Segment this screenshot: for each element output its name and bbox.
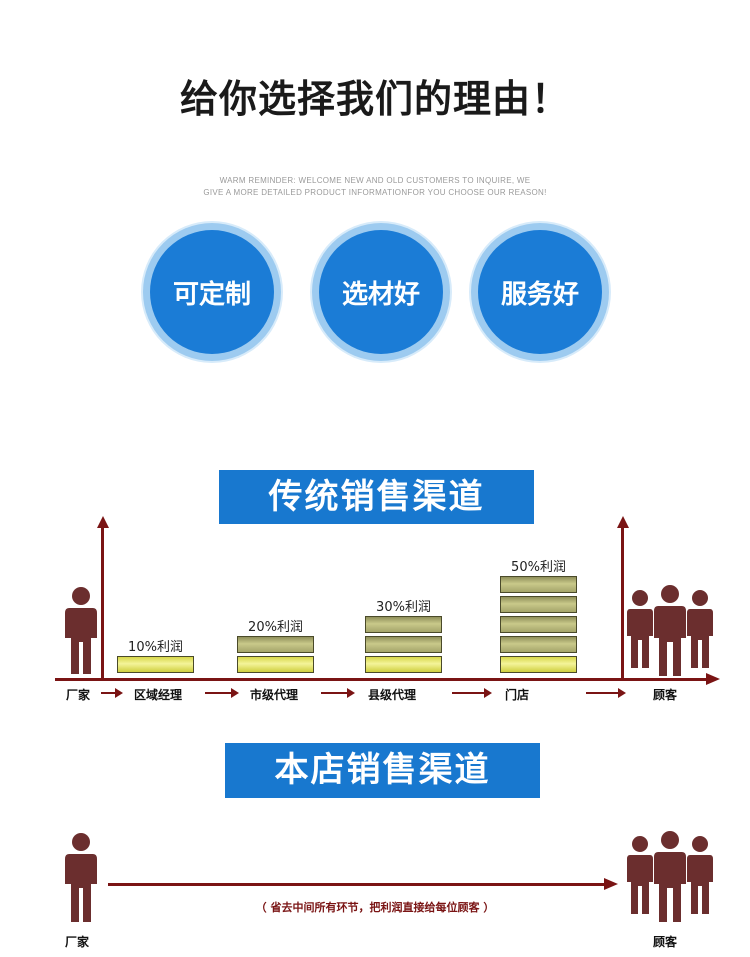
feature-label: 选材好 — [341, 279, 420, 310]
stage-label-customer: 顾客 — [653, 688, 678, 702]
feature-customizable: 可定制 — [150, 230, 274, 354]
direct-label-manufacturer: 厂家 — [65, 935, 90, 949]
flow-arrow — [452, 688, 492, 698]
profit-bar — [237, 636, 314, 676]
axis-arrowhead-right — [617, 516, 629, 528]
customers-icon — [627, 831, 713, 922]
profit-bar-label: 20%利润 — [248, 620, 303, 635]
profit-bar-segment — [365, 636, 442, 653]
feature-label: 服务好 — [500, 279, 579, 310]
profit-bar-segment — [500, 636, 577, 653]
profit-bar-segment — [117, 656, 194, 673]
stage-label-manufacturer: 厂家 — [66, 688, 91, 702]
profit-bar-segment — [500, 596, 577, 613]
direct-flow-line — [108, 883, 608, 886]
profit-bar — [365, 616, 442, 676]
traditional-channel-banner: 传统销售渠道 — [219, 470, 534, 524]
stage-label-city-agent: 市级代理 — [250, 688, 299, 702]
axis-arrowhead-bottom — [706, 673, 720, 685]
direct-flow-arrowhead — [604, 878, 618, 890]
person-icon — [65, 587, 97, 674]
profit-bar-segment — [365, 616, 442, 633]
profit-bar-label: 30%利润 — [376, 600, 431, 615]
feature-good-service: 服务好 — [478, 230, 602, 354]
profit-bar-segment — [237, 636, 314, 653]
flow-arrow — [205, 688, 239, 698]
profit-bar — [117, 656, 194, 676]
axis-line-left — [101, 526, 104, 680]
reminder-line-1: WARM REMINDER: WELCOME NEW AND OLD CUSTO… — [219, 176, 531, 185]
direct-channel-note: （ 省去中间所有环节，把利润直接给每位顾客 ） — [255, 901, 495, 914]
profit-bar-label: 10%利润 — [128, 640, 183, 655]
profit-bar-segment — [237, 656, 314, 673]
flow-arrow — [321, 688, 355, 698]
flow-arrow — [586, 688, 626, 698]
profit-bar-segment — [500, 576, 577, 593]
profit-bar-segment — [500, 656, 577, 673]
stage-label-regional-manager: 区域经理 — [134, 688, 183, 702]
profit-bar-segment — [500, 616, 577, 633]
axis-line-right — [621, 526, 624, 680]
person-icon — [65, 833, 97, 922]
profit-bar — [500, 576, 577, 676]
reminder-line-2: GIVE A MORE DETAILED PRODUCT INFORMATION… — [203, 188, 547, 197]
flow-arrow — [101, 688, 123, 698]
direct-channel-banner: 本店销售渠道 — [225, 743, 540, 798]
customers-icon — [627, 585, 713, 676]
page-title: 给你选择我们的理由！ — [179, 76, 570, 121]
feature-label: 可定制 — [172, 279, 251, 310]
axis-line-bottom — [55, 678, 708, 681]
direct-label-customer: 顾客 — [653, 935, 678, 949]
axis-arrowhead-left — [97, 516, 109, 528]
stage-label-county-agent: 县级代理 — [368, 688, 417, 702]
profit-bar-label: 50%利润 — [511, 560, 566, 575]
profit-bar-segment — [365, 656, 442, 673]
feature-good-materials: 选材好 — [319, 230, 443, 354]
stage-label-store: 门店 — [505, 688, 530, 702]
